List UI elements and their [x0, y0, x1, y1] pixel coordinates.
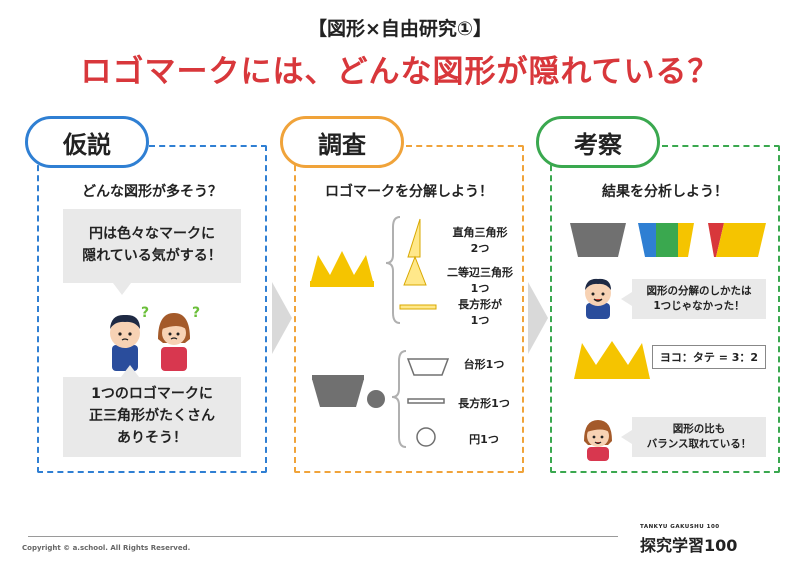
crown-decomposition-illustration — [310, 216, 437, 324]
circle-shape-icon — [416, 427, 436, 447]
cup-part-label: 台形1つ — [463, 358, 505, 371]
analysis-question: 結果を分析しよう！ — [602, 184, 728, 200]
hypothesis-bubble-top: 円は色々なマークに 隠れている気がする！ — [63, 209, 241, 295]
subtitle: 【図形×自由研究①】 — [307, 18, 492, 40]
question-mark-icon: ? — [141, 305, 149, 321]
copyright-text: Copyright © a.school. All Rights Reserve… — [22, 544, 191, 552]
red-yellow-trapezoid-icon — [708, 223, 766, 257]
cup-decomposition-illustration — [312, 350, 450, 448]
hypothesis-label: 仮説 — [25, 116, 149, 168]
logo-subtitle: TANKYU GAKUSHU 100 — [640, 524, 720, 530]
girl-icon — [158, 313, 190, 371]
hypothesis-question: どんな図形が多そう？ — [82, 184, 222, 200]
rectangle-shape-icon — [407, 398, 445, 404]
question-mark-icon: ? — [192, 305, 200, 321]
research-panel: ロゴマークを分解しよう！ 直角三角形 2つ 二等辺三角形 1つ 長方形が 1つ … — [294, 145, 524, 473]
page-title: ロゴマークには、どんな図形が隠れている？ — [80, 54, 720, 90]
analysis-bubble-boy: 図形の分解のしかたは 1つじゃなかった！ — [621, 279, 766, 319]
blue-green-trapezoid-icon — [638, 223, 694, 257]
flow-arrow-icon — [528, 282, 548, 354]
color-shapes-illustration — [570, 223, 766, 257]
crown-part-label: 長方形が 1つ — [458, 298, 502, 327]
cup-logo-icon — [312, 375, 385, 408]
gray-trapezoid-icon — [570, 223, 626, 257]
cup-part-label: 円1つ — [469, 433, 499, 446]
analysis-bubble-girl: 図形の比も バランス取れている！ — [621, 417, 766, 457]
girl-icon — [584, 420, 612, 461]
analysis-label: 考察 — [536, 116, 660, 168]
brand-logo: 探究学習100 — [640, 536, 738, 555]
trapezoid-shape-icon — [406, 358, 450, 376]
flow-arrow-icon — [272, 282, 292, 354]
cup-part-label: 長方形1つ — [458, 397, 510, 410]
boy-icon — [110, 314, 140, 371]
analysis-panel: 結果を分析しよう！ 図形の分解のしかたは 1つじゃなかった！ ヨコ：タテ = 3… — [550, 145, 780, 473]
crown-part-label: 直角三角形 2つ — [452, 226, 508, 255]
ratio-label: ヨコ：タテ = 3：2 — [652, 345, 766, 369]
rectangle-shape-icon — [399, 304, 437, 310]
crown-part-label: 二等辺三角形 1つ — [447, 266, 513, 295]
isosceles-triangle-icon — [403, 255, 427, 286]
crown-logo-icon — [574, 341, 650, 379]
crown-logo-icon — [310, 251, 374, 287]
right-triangle-icon — [407, 218, 421, 258]
footer-divider — [28, 536, 618, 537]
boy-icon — [585, 278, 611, 319]
children-thinking-illustration: ? ? — [110, 305, 200, 371]
hypothesis-panel: どんな図形が多そう？ 円は色々なマークに 隠れている気がする！ ? ? 1つのロ… — [37, 145, 267, 473]
research-label: 調査 — [280, 116, 404, 168]
hypothesis-bubble-bottom: 1つのロゴマークに 正三角形がたくさん ありそう！ — [63, 365, 241, 457]
research-question: ロゴマークを分解しよう！ — [325, 184, 493, 200]
